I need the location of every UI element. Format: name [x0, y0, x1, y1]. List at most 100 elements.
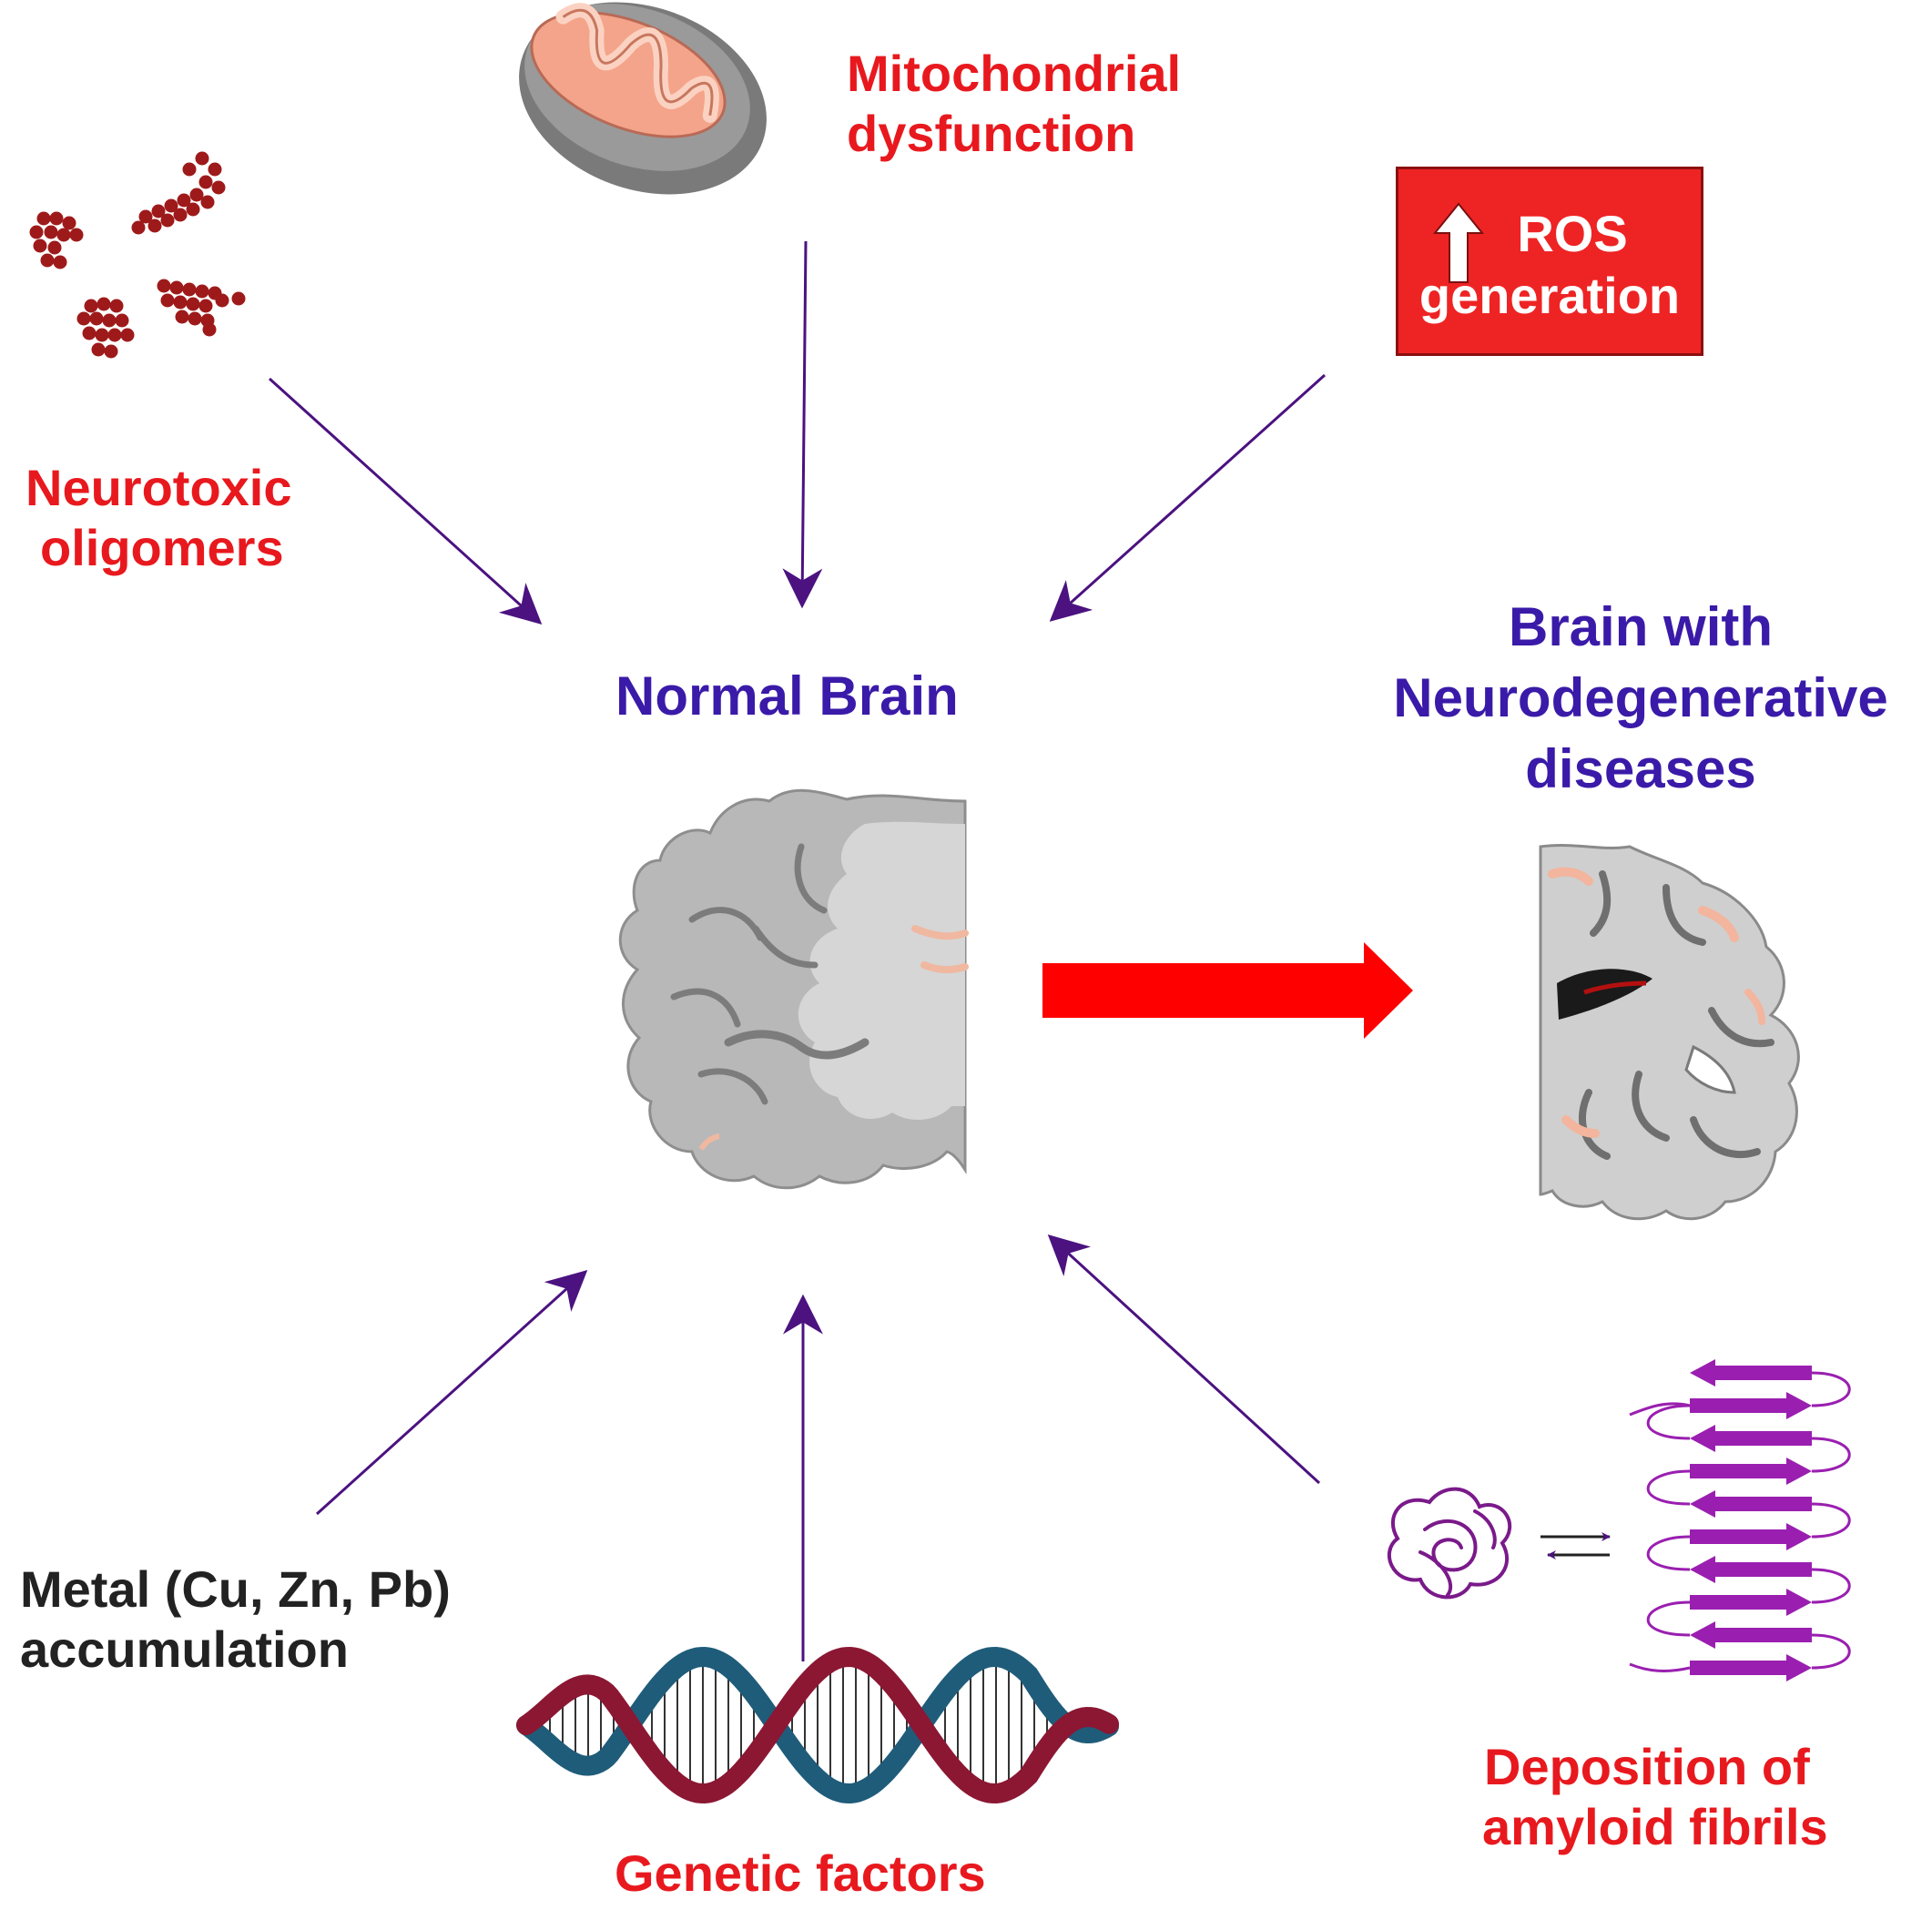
oligomer-dot	[195, 151, 209, 166]
oligomer-dot	[36, 211, 51, 226]
oligomer-dot	[89, 311, 104, 326]
oligomer-dot	[107, 328, 122, 342]
ros-generation-box: ROS generation	[1396, 167, 1703, 356]
oligomer-dot	[120, 328, 135, 342]
oligomer-dot	[138, 209, 153, 224]
oligomer-dot	[186, 297, 200, 311]
oligomer-dot	[160, 293, 175, 308]
oligomer-dot	[109, 299, 124, 313]
oligomer-dot	[56, 228, 71, 242]
oligomer-dot	[202, 322, 217, 337]
oligomer-dot	[82, 326, 97, 340]
normal-brain-title: Normal Brain	[615, 666, 959, 726]
normal-brain-icon	[618, 788, 969, 1190]
oligomer-dot	[182, 282, 197, 297]
oligomer-dot	[102, 313, 117, 328]
beta-strand	[1690, 1359, 1812, 1387]
diseased-brain-title-line1: Brain with	[1508, 596, 1773, 657]
up-arrow-icon	[1433, 202, 1484, 283]
oligomer-dot	[182, 162, 197, 177]
oligomer-dot	[84, 299, 98, 313]
oligomer-dot	[62, 216, 76, 230]
ros-label-line2: generation	[1418, 267, 1681, 324]
oligomer-dot	[29, 225, 44, 239]
fibril-loop	[1811, 1502, 1851, 1539]
amyloid-label-line1: Deposition of	[1484, 1738, 1810, 1795]
oligomer-dot	[186, 202, 200, 217]
fibril-loop	[1811, 1437, 1851, 1473]
oligomer-dot	[173, 208, 188, 222]
oligomer-dot	[53, 255, 67, 269]
beta-strand	[1690, 1556, 1812, 1583]
fibril-loop	[1646, 1600, 1691, 1637]
beta-strand	[1690, 1523, 1812, 1550]
oligomer-dot	[104, 344, 118, 359]
oligomer-dot	[44, 225, 58, 239]
oligomer-dot	[169, 280, 184, 295]
oligomer-dot	[231, 291, 246, 306]
normal-brain-title-text: Normal Brain	[615, 665, 959, 726]
amyloid-label: Deposition of amyloid fibrils	[1482, 1737, 1828, 1857]
arrow-ros-to-brain	[1049, 373, 1327, 622]
dna-helix-icon	[516, 1646, 1119, 1804]
fibril-loop	[1646, 1469, 1691, 1506]
mitochondrion-icon	[519, 2, 767, 195]
diseased-brain-icon	[1539, 844, 1800, 1221]
mitochondria-label: Mitochondrial dysfunction	[847, 44, 1181, 164]
oligomer-dot	[33, 239, 47, 253]
oligomer-dot	[76, 311, 91, 326]
oligomer-dot	[95, 328, 109, 342]
oligomer-dot	[215, 293, 229, 308]
oligomer-dot	[49, 211, 64, 226]
oligomer-dot	[211, 180, 226, 195]
oligomer-dot	[47, 240, 62, 255]
oligomer-cluster-icon	[29, 151, 246, 359]
oligomer-dot	[151, 204, 166, 218]
beta-strand	[1690, 1654, 1812, 1681]
progression-arrow-icon	[1042, 942, 1413, 1039]
amyloid-fibril-icon	[1387, 1359, 1851, 1681]
oligomer-dot	[131, 220, 146, 235]
oligomer-dot	[40, 253, 55, 268]
fibril-loop	[1811, 1568, 1851, 1604]
oligomer-dot	[91, 342, 106, 357]
metal-label: Metal (Cu, Zn, Pb) accumulation	[20, 1559, 451, 1680]
oligomer-dot	[173, 295, 188, 310]
mitochondria-label-line2: dysfunction	[847, 105, 1136, 162]
arrow-amyloid-to-brain	[1047, 1234, 1321, 1485]
oligomer-dot	[69, 228, 84, 242]
oligomer-dot	[157, 279, 171, 293]
arrow-metal-to-brain	[315, 1270, 588, 1516]
oligomer-dot	[195, 284, 209, 299]
beta-strand	[1690, 1458, 1812, 1485]
oligomers-label-line1: Neurotoxic	[25, 459, 292, 516]
oligomer-dot	[200, 195, 215, 209]
beta-strand	[1690, 1621, 1812, 1649]
diseased-brain-title-line2: Neurodegenerative	[1393, 667, 1888, 728]
metal-label-line1: Metal (Cu, Zn, Pb)	[20, 1560, 451, 1618]
oligomers-label-line2: oligomers	[40, 519, 284, 576]
beta-strand	[1690, 1490, 1812, 1518]
diseased-brain-title: Brain with Neurodegenerative diseases	[1349, 592, 1932, 805]
dna-strand	[516, 1646, 1119, 1804]
oligomer-dot	[188, 311, 202, 326]
beta-strand	[1690, 1392, 1812, 1419]
genetic-label-text: Genetic factors	[615, 1844, 986, 1902]
oligomer-dot	[160, 213, 175, 228]
oligomer-dot	[208, 162, 222, 177]
mitochondria-label-line1: Mitochondrial	[847, 45, 1182, 102]
oligomer-dot	[115, 313, 129, 328]
oligomer-dot	[198, 175, 213, 189]
ros-label-line1: ROS	[1517, 205, 1628, 262]
arrow-oligomers-to-brain	[268, 377, 543, 625]
oligomers-label: Neurotoxic oligomers	[25, 458, 292, 578]
beta-strand	[1690, 1425, 1812, 1452]
amyloid-label-line2: amyloid fibrils	[1482, 1798, 1828, 1855]
arrow-mitochondria-to-brain	[782, 240, 823, 609]
beta-strand	[1690, 1589, 1812, 1616]
metal-label-line2: accumulation	[20, 1620, 349, 1678]
oligomer-dot	[175, 310, 189, 324]
oligomer-dot	[198, 299, 213, 313]
